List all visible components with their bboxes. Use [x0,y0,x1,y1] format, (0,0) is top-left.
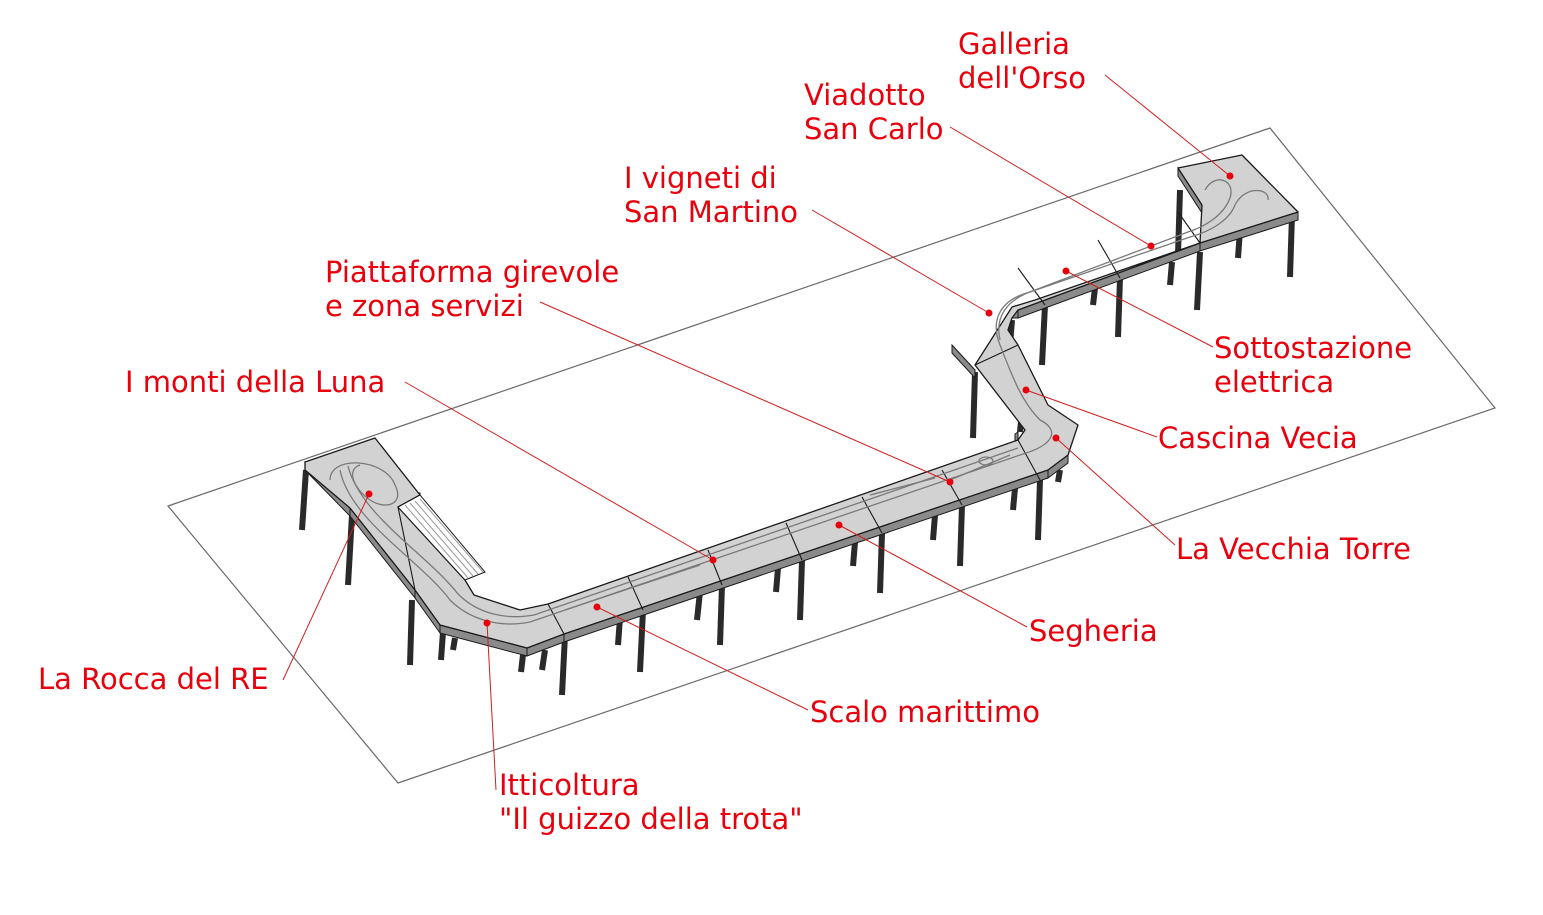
label-galleria-line2: dell'Orso [958,61,1086,95]
leader-piattaforma [539,301,951,483]
marker-scalo [593,603,601,611]
label-scalo-line1: Scalo marittimo [810,695,1040,729]
leader-monti [404,381,714,561]
marker-piattaforma [946,478,954,486]
label-rocca: La Rocca del RE [38,662,269,696]
label-viadotto: Viadotto San Carlo [804,78,944,146]
marker-itticoltura [483,619,491,627]
support-legs [299,189,1295,696]
label-sottostazione-line2: elettrica [1214,365,1335,399]
marker-dots [365,172,1234,627]
label-sottostazione: Sottostazione elettrica [1214,331,1412,399]
leader-scalo [596,606,809,711]
leader-torre [1055,437,1176,546]
label-cascina-line1: Cascina Vecia [1158,421,1358,455]
label-galleria: Galleria dell'Orso [958,27,1086,95]
label-piattaforma-line1: Piattaforma girevole [325,255,620,289]
label-viadotto-line2: San Carlo [804,112,944,146]
label-sottostazione-line1: Sottostazione [1214,331,1413,365]
label-torre-line1: La Vecchia Torre [1176,532,1411,566]
baseboard-sides [304,166,1299,657]
label-cascina: Cascina Vecia [1158,421,1358,455]
label-piattaforma: Piattaforma girevole e zona servizi [325,255,619,323]
marker-sottostazione [1062,267,1070,275]
label-segheria: Segheria [1029,614,1158,648]
marker-cascina [1022,386,1030,394]
marker-torre [1052,434,1060,442]
label-vigneti-line1: I vigneti di [624,161,777,195]
marker-vigneti [985,309,993,317]
marker-viadotto [1147,242,1155,250]
staging-yard [397,494,486,581]
leader-segheria [838,524,1028,628]
label-itticoltura-line2: "Il guizzo della trota" [499,802,803,836]
baseboard-deck [304,154,1299,649]
label-torre: La Vecchia Torre [1176,532,1411,566]
leader-galleria [1104,74,1231,177]
leader-lines [282,74,1231,791]
label-galleria-line1: Galleria [958,27,1070,61]
label-itticoltura: Itticoltura "Il guizzo della trota" [499,768,803,836]
label-piattaforma-line2: e zona servizi [325,289,524,323]
marker-segheria [835,521,843,529]
label-itticoltura-line1: Itticoltura [499,768,640,802]
label-vigneti: I vigneti di San Martino [624,161,798,229]
label-monti-line1: I monti della Luna [125,365,386,399]
leader-itticoltura [486,622,497,791]
marker-galleria [1226,172,1234,180]
leader-sottostazione [1065,270,1214,348]
room-outline [166,127,1497,784]
label-scalo: Scalo marittimo [810,695,1040,729]
label-rocca-line1: La Rocca del RE [38,662,269,696]
marker-rocca [365,490,373,498]
leader-vigneti [811,209,990,314]
label-monti: I monti della Luna [125,365,385,399]
leader-cascina [1025,389,1158,438]
staging-yard-tracks [404,498,484,579]
leader-rocca [282,493,370,681]
track-lines [329,179,1269,625]
label-viadotto-line1: Viadotto [804,78,926,112]
leader-viadotto [949,126,1152,247]
label-segheria-line1: Segheria [1029,614,1158,648]
marker-monti [709,556,717,564]
label-vigneti-line2: San Martino [624,195,799,229]
